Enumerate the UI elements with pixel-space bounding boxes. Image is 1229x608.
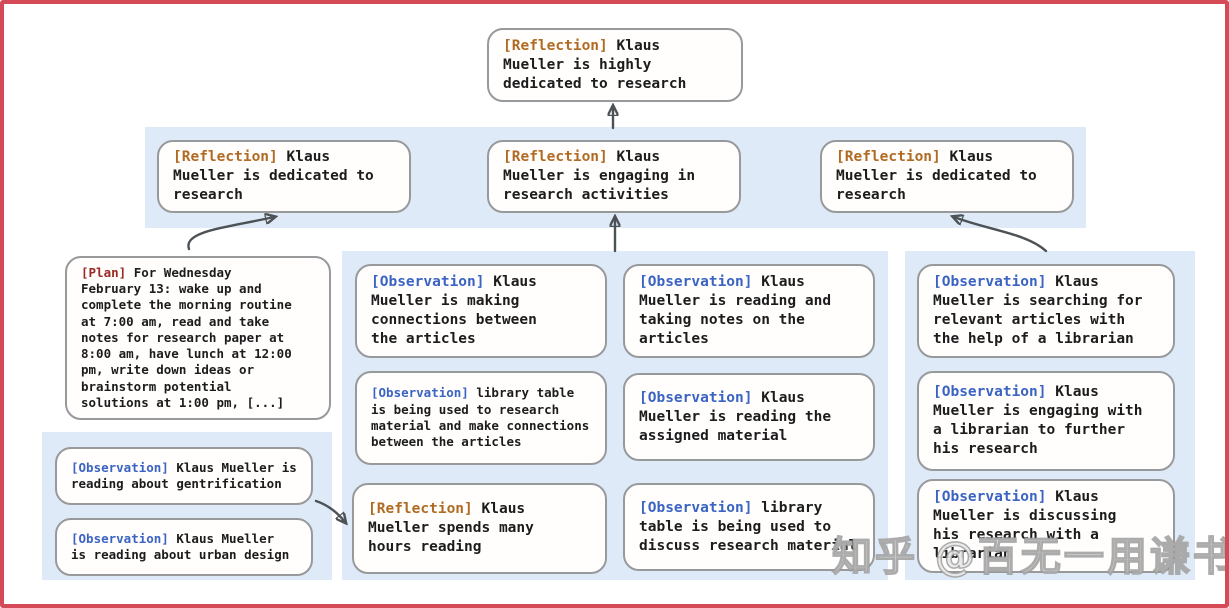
reflection-node-2: [Reflection] Klaus Mueller is engaging i…: [487, 140, 741, 213]
observation-tag: [Observation]: [71, 459, 169, 475]
observation-node-assigned-material: [Observation] Klaus Mueller is reading t…: [623, 373, 875, 461]
root-reflection-node: [Reflection] Klaus Mueller is highly ded…: [487, 28, 743, 102]
plan-node: [Plan] For Wednesday February 13: wake u…: [65, 256, 331, 420]
observation-tag: [Observation]: [639, 389, 753, 406]
reflection-tag: [Reflection]: [503, 37, 608, 54]
node-body: For Wednesday February 13: wake up and c…: [81, 264, 292, 411]
reflection-node-hours-reading: [Reflection] Klaus Mueller spends many h…: [352, 483, 607, 574]
observation-tag: [Observation]: [639, 274, 753, 290]
node-body: library table is being used to research …: [371, 385, 590, 450]
observation-node-making-connections: [Observation] Klaus Mueller is making co…: [355, 264, 607, 358]
observation-node-library-research: [Observation] library table is being use…: [355, 371, 607, 465]
observation-node-taking-notes: [Observation] Klaus Mueller is reading a…: [623, 264, 875, 358]
node-body: Klaus Mueller is engaging in research ac…: [503, 149, 696, 203]
node-body: Klaus Mueller is reading about gentrific…: [71, 459, 297, 491]
zhihu-watermark: 知乎 @百无一用谦书生: [831, 533, 1229, 581]
node-body: Klaus Mueller is making connections betw…: [371, 274, 537, 347]
reflection-node-1: [Reflection] Klaus Mueller is dedicated …: [157, 140, 411, 213]
node-body: library table is being used to discuss r…: [639, 499, 858, 554]
observation-tag: [Observation]: [371, 274, 485, 290]
node-body: Klaus Mueller is engaging with a librari…: [933, 384, 1143, 457]
observation-tag: [Observation]: [371, 385, 469, 401]
observation-tag: [Observation]: [639, 499, 753, 516]
node-body: Klaus Mueller is searching for relevant …: [933, 274, 1143, 347]
observation-node-engaging-librarian: [Observation] Klaus Mueller is engaging …: [917, 371, 1175, 471]
observation-node-urban-design: [Observation] Klaus Mueller is reading a…: [55, 518, 313, 576]
observation-tag: [Observation]: [933, 489, 1047, 505]
observation-node-searching-articles: [Observation] Klaus Mueller is searching…: [917, 264, 1175, 358]
node-body: Klaus Mueller is dedicated to research: [836, 149, 1037, 203]
node-body: Klaus Mueller is dedicated to research: [173, 149, 374, 203]
observation-tag: [Observation]: [933, 384, 1047, 400]
node-body: Klaus Mueller is highly dedicated to res…: [503, 37, 687, 92]
observation-node-gentrification: [Observation] Klaus Mueller is reading a…: [55, 447, 313, 505]
reflection-tag: [Reflection]: [368, 501, 473, 517]
node-body: Klaus Mueller is reading and taking note…: [639, 274, 832, 347]
node-body: Klaus Mueller is reading about urban des…: [71, 530, 290, 562]
node-body: Klaus Mueller spends many hours reading: [368, 501, 534, 555]
reflection-tag: [Reflection]: [503, 149, 608, 165]
observation-node-discuss-material: [Observation] library table is being use…: [623, 483, 875, 571]
reflection-tag: [Reflection]: [173, 149, 278, 165]
observation-tag: [Observation]: [71, 530, 169, 546]
observation-tag: [Observation]: [933, 274, 1047, 290]
observation-node-discussing-research: [Observation] Klaus Mueller is discussin…: [917, 479, 1175, 573]
reflection-tag: [Reflection]: [836, 149, 941, 165]
node-body: Klaus Mueller is discussing his research…: [933, 489, 1117, 562]
node-body: Klaus Mueller is reading the assigned ma…: [639, 389, 832, 444]
plan-tag: [Plan]: [81, 264, 127, 280]
reflection-node-3: [Reflection] Klaus Mueller is dedicated …: [820, 140, 1074, 213]
